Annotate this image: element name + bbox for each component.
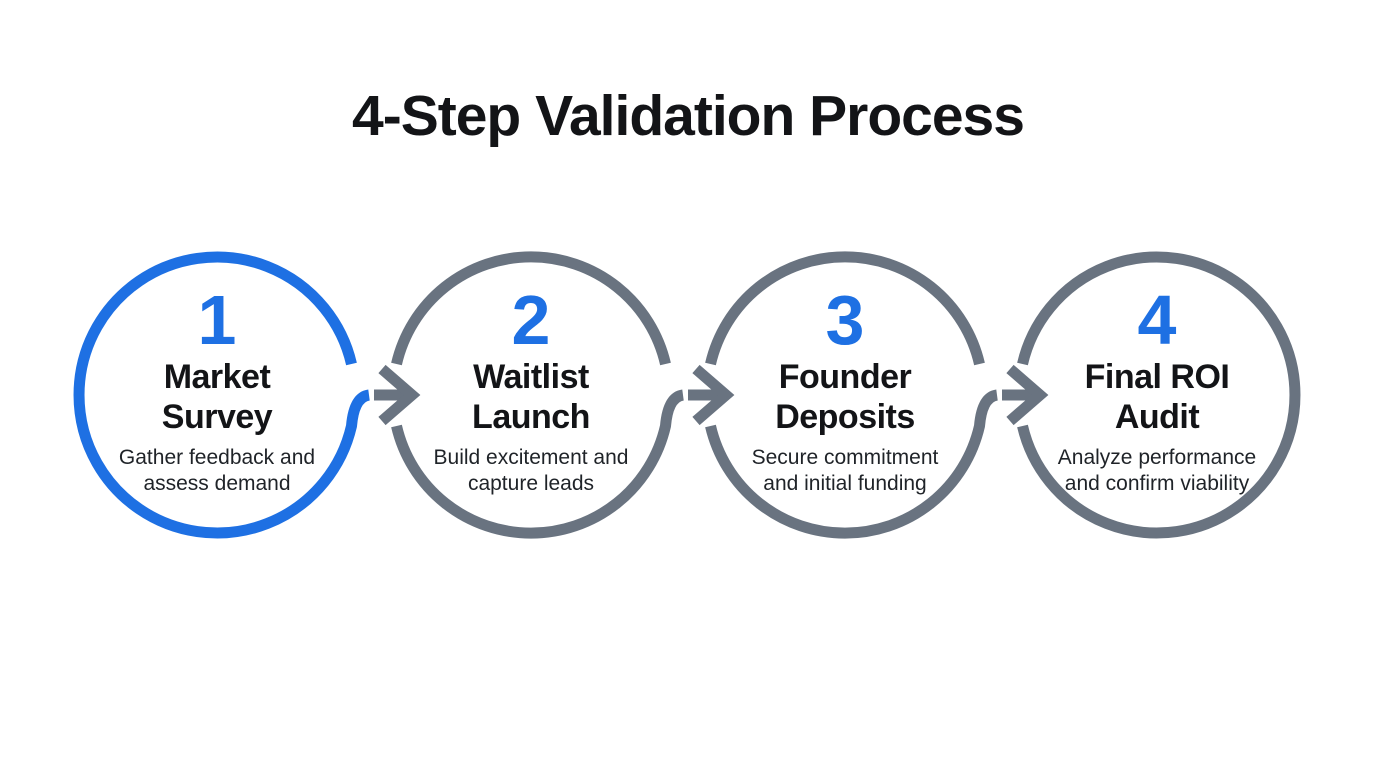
step-2-name-line-1: Waitlist: [473, 358, 589, 396]
step-2-name: Waitlist Launch: [393, 357, 669, 437]
step-1-description: Gather feedback and assess demand: [79, 445, 355, 497]
step-1: 1 Market Survey Gather feedback and asse…: [79, 257, 355, 533]
step-3: 3 Founder Deposits Secure commitment and…: [707, 257, 983, 533]
step-4-description: Analyze performance and confirm viabilit…: [1019, 445, 1295, 497]
arrow-step3-to-step4: [1002, 364, 1049, 426]
step-2-name-line-2: Launch: [472, 398, 590, 436]
step-1-desc-line-2: assess demand: [143, 472, 291, 495]
arrow-step2-to-step3: [688, 364, 735, 426]
step-1-number: 1: [197, 281, 237, 359]
step-3-name: Founder Deposits: [707, 357, 983, 437]
step-3-ring-top: [705, 251, 985, 366]
step-3-ring-bottom: [705, 389, 999, 539]
step-4-name-line-2: Audit: [1114, 398, 1200, 436]
diagram-title: 4-Step Validation Process: [352, 84, 1025, 148]
step-3-desc-line-1: Secure commitment: [751, 446, 939, 469]
step-4-name: Final ROI Audit: [1019, 357, 1295, 437]
step-4-name-line-1: Final ROI: [1084, 358, 1230, 396]
step-2-ring-bottom: [391, 389, 685, 539]
step-2: 2 Waitlist Launch Build excitement and c…: [393, 257, 669, 533]
step-3-number: 3: [825, 281, 865, 359]
step-2-number: 2: [511, 281, 551, 359]
step-3-description: Secure commitment and initial funding: [707, 445, 983, 497]
step-4-desc-line-2: and confirm viability: [1064, 472, 1250, 495]
step-4-number: 4: [1137, 281, 1177, 359]
step-4-desc-line-1: Analyze performance: [1057, 446, 1257, 469]
step-2-description: Build excitement and capture leads: [393, 445, 669, 497]
step-3-name-line-1: Founder: [778, 358, 912, 396]
step-4: 4 Final ROI Audit Analyze performance an…: [1019, 257, 1295, 533]
step-1-name-line-1: Market: [163, 358, 271, 396]
arrow-step1-to-step2: [374, 364, 421, 426]
step-3-name-line-2: Deposits: [775, 398, 915, 436]
step-1-name: Market Survey: [79, 357, 355, 437]
step-4-ring: [1017, 251, 1301, 539]
step-2-ring-top: [391, 251, 671, 366]
step-1-name-line-2: Survey: [161, 398, 273, 436]
step-1-desc-line-1: Gather feedback and: [118, 446, 316, 469]
step-3-desc-line-2: and initial funding: [763, 472, 927, 495]
step-2-desc-line-2: capture leads: [467, 472, 595, 495]
step-2-desc-line-1: Build excitement and: [433, 446, 629, 469]
step-1-ring: [73, 251, 371, 539]
